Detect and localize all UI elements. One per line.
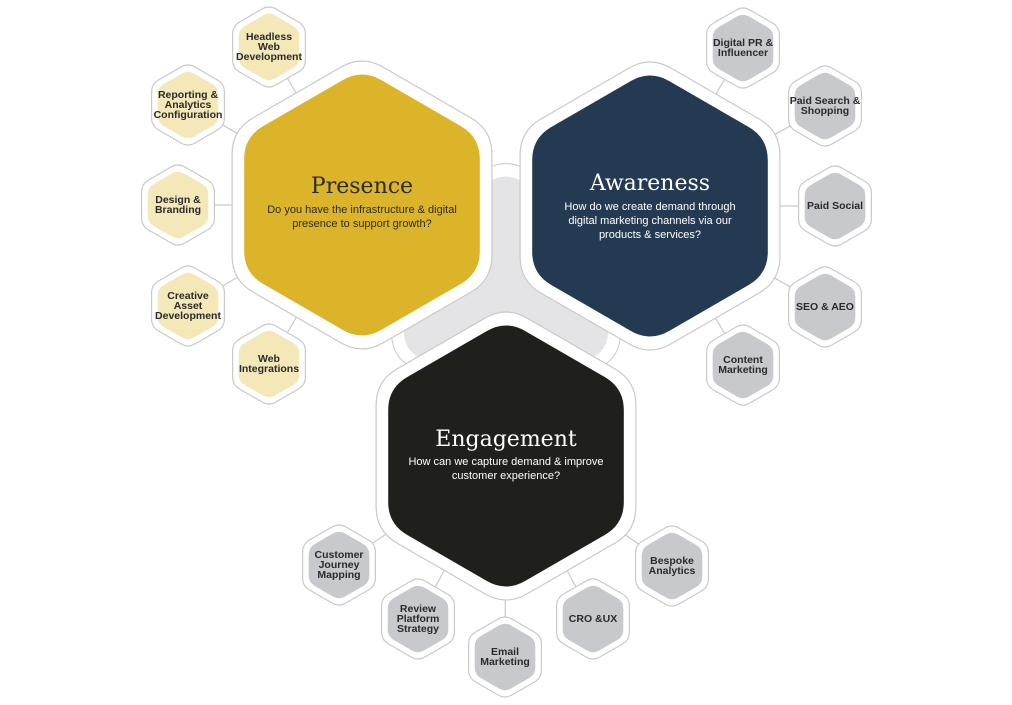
paid-search-shopping-label: Paid Search & Shopping xyxy=(789,95,861,117)
presence-satellite-2 xyxy=(147,171,209,239)
awareness-satellite-3 xyxy=(794,273,856,341)
presence-hexagon xyxy=(244,74,480,336)
engagement-satellite-0 xyxy=(308,531,370,599)
awareness-satellite-1 xyxy=(794,72,856,140)
awareness-satellite-2 xyxy=(804,172,866,240)
presence-satellite-0 xyxy=(238,13,300,81)
engagement-satellite-4 xyxy=(641,532,703,600)
engagement-title: Engagement xyxy=(435,427,577,452)
headless-web-development-label: Headless Web Development xyxy=(236,31,302,63)
presence-title: Presence xyxy=(310,174,414,199)
presence-satellite-4 xyxy=(238,330,300,398)
presence-satellite-3 xyxy=(157,272,219,340)
content-marketing-label: Content Marketing xyxy=(718,354,768,376)
customer-journey-mapping-label: Customer Journey Mapping xyxy=(314,549,364,581)
awareness-subtitle: How do we create demand through digital … xyxy=(564,201,736,241)
digital-pr-influencer-label: Digital PR & Influencer xyxy=(712,37,774,59)
web-integrations-label: Web Integrations xyxy=(238,353,300,375)
engagement-satellite-2 xyxy=(474,623,536,691)
presence-subtitle: Do you have the infrastructure & digital… xyxy=(267,204,457,230)
reporting-analytics-configuration-label: Reporting & Analytics Configuration xyxy=(153,89,223,121)
awareness-title: Awareness xyxy=(589,171,711,196)
seo-aeo-label: SEO & AEO xyxy=(796,301,854,313)
bespoke-analytics-label: Bespoke Analytics xyxy=(648,555,696,577)
design-branding-label: Design & Branding xyxy=(154,194,202,216)
email-marketing-label: Email Marketing xyxy=(480,646,530,668)
engagement-hexagon xyxy=(388,325,624,587)
engagement-subtitle: How can we capture demand & improve cust… xyxy=(408,456,604,482)
awareness-hexagon xyxy=(532,75,768,337)
presence-satellite-1 xyxy=(157,71,219,139)
review-platform-strategy-label: Review Platform Strategy xyxy=(396,603,440,635)
engagement-satellite-3 xyxy=(562,585,624,653)
engagement-satellite-1 xyxy=(387,585,449,653)
cro-ux-label: CRO &UX xyxy=(568,613,618,625)
paid-social-label: Paid Social xyxy=(806,200,864,212)
creative-asset-development-label: Creative Asset Development xyxy=(155,290,221,322)
awareness-satellite-0 xyxy=(712,14,774,82)
awareness-satellite-4 xyxy=(712,331,774,399)
